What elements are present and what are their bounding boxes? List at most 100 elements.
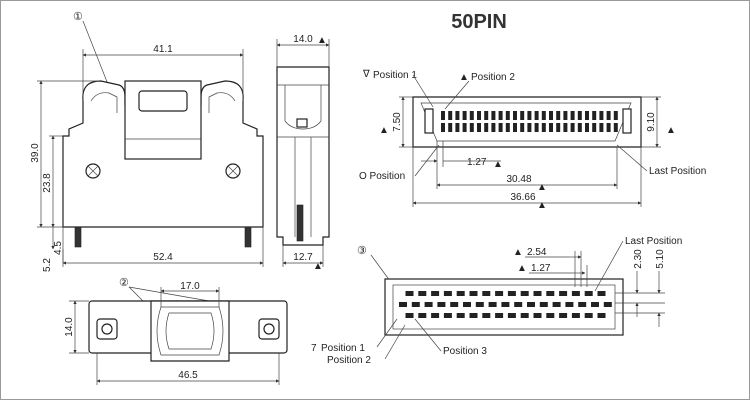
bottom-view: ② 17.0 14.0 46.5 [64,277,288,385]
plug-latch-left [424,108,434,134]
socket-pin [482,291,491,296]
socket-pin [418,313,427,318]
bottom-oval-outer [156,306,224,356]
plug-pin [455,111,460,120]
socket-pin [437,302,446,307]
plug-latch-right [622,108,632,134]
socket-pin [475,302,484,307]
socket-pin [571,291,580,296]
socket-pin [507,291,516,296]
plug-pitch-marker: ▲ [493,159,503,170]
plug-pin [455,123,460,132]
plug-pin [491,123,496,132]
socket-pin [559,313,568,318]
socket-pin [559,291,568,296]
socket-pin [552,302,561,307]
plug-last-position: Last Position [649,166,706,177]
socket-pin [514,302,523,307]
plug-pin [549,111,553,120]
dim-socket-pitch-a: 2.54 [527,247,547,258]
socket-pin [431,313,440,318]
socket-pin [565,302,574,307]
front-view: ① 41.1 39.0 23.8 5.2 [30,11,264,272]
plug-pin [585,111,589,120]
dim-side-bottom: 12.7 [293,252,313,263]
side-top-marker: ▲ [317,35,327,46]
dim-socket-row-a: 2.30 [633,249,644,269]
socket-pin [431,291,440,296]
plug-outer-marker: ▲ [537,200,547,211]
plug-pin [599,111,604,120]
plug-pin [613,123,618,132]
plug-pin [541,111,546,120]
socket-inner [392,284,616,330]
plug-pin [448,111,453,120]
plug-pin [513,123,517,132]
dim-socket-row-b: 5.10 [655,249,666,269]
socket-pin [418,291,427,296]
dim-side-top: 14.0 [293,34,313,45]
socket-pin [603,302,612,307]
socket-pin [424,302,433,307]
dim-width-bottom: 52.4 [153,252,173,263]
plug-pin-rows [441,111,618,132]
dim-socket-pitch-b: 1.27 [531,263,551,274]
socket-pin [469,313,478,318]
socket-pin [482,313,491,318]
plug-pin [592,123,597,132]
plug-pin [599,123,604,132]
plug-pin [513,111,517,120]
socket-pin [450,302,459,307]
plug-pin [570,123,575,132]
thread-post-right [244,226,252,248]
dim-bottom-a: 5.2 [42,258,53,272]
diagram-title: 50PIN [451,11,507,33]
socket-pin [591,302,599,307]
socket-position-3: Position 3 [443,346,487,357]
plug-pin [527,123,532,132]
socket-pin [584,313,593,318]
plug-pin [441,111,445,120]
socket-pin [584,291,593,296]
plug-pin [441,123,445,132]
side-view: 14.0 ▲ 12.7 ▲ [276,34,330,272]
hood-inner-right [208,92,236,113]
socket-pitch-b-marker: ▲ [517,263,527,274]
socket-pin-rows [399,291,612,318]
plug-pin [462,111,467,120]
plug-inner-marker: ▲ [537,182,547,193]
dim-height-body: 23.8 [42,173,53,193]
dim-height-total: 39.0 [30,143,41,163]
plug-pin [505,123,510,132]
dim-bottom-top: 17.0 [180,281,200,292]
dim-plug-inner: 30.48 [506,174,531,185]
side-thread-post [296,204,304,242]
socket-pos1-marker: 7 [311,343,317,354]
plug-pin [556,123,561,132]
socket-pin [501,302,510,307]
socket-pin [520,291,529,296]
plug-pin [534,123,539,132]
plug-pin [577,123,582,132]
plug-pin [606,111,611,120]
socket-pin [578,302,587,307]
plug-pin [520,111,525,120]
bottom-oval-inner [165,312,215,350]
socket-pin [597,291,606,296]
dim-bottom-width: 46.5 [178,370,198,381]
plug-pin [563,111,568,120]
plug-pin [592,111,597,120]
socket-pin [456,313,465,318]
callout-3: ③ [357,245,367,257]
socket-last-position: Last Position [625,236,682,247]
plug-pin [469,111,474,120]
plug-pin [484,123,489,132]
hood-inner-left [90,92,118,113]
socket-pin [469,291,478,296]
plug-view: ∇ Position 1 ▲ Position 2 7.50 ▲ 9.10 ▲ … [359,69,706,211]
plug-height-marker: ▲ [379,125,389,136]
dim-plug-pitch: 1.27 [467,157,487,168]
socket-pin [456,291,465,296]
dim-plug-height-right: 9.10 [646,112,657,132]
plug-pin [556,111,561,120]
